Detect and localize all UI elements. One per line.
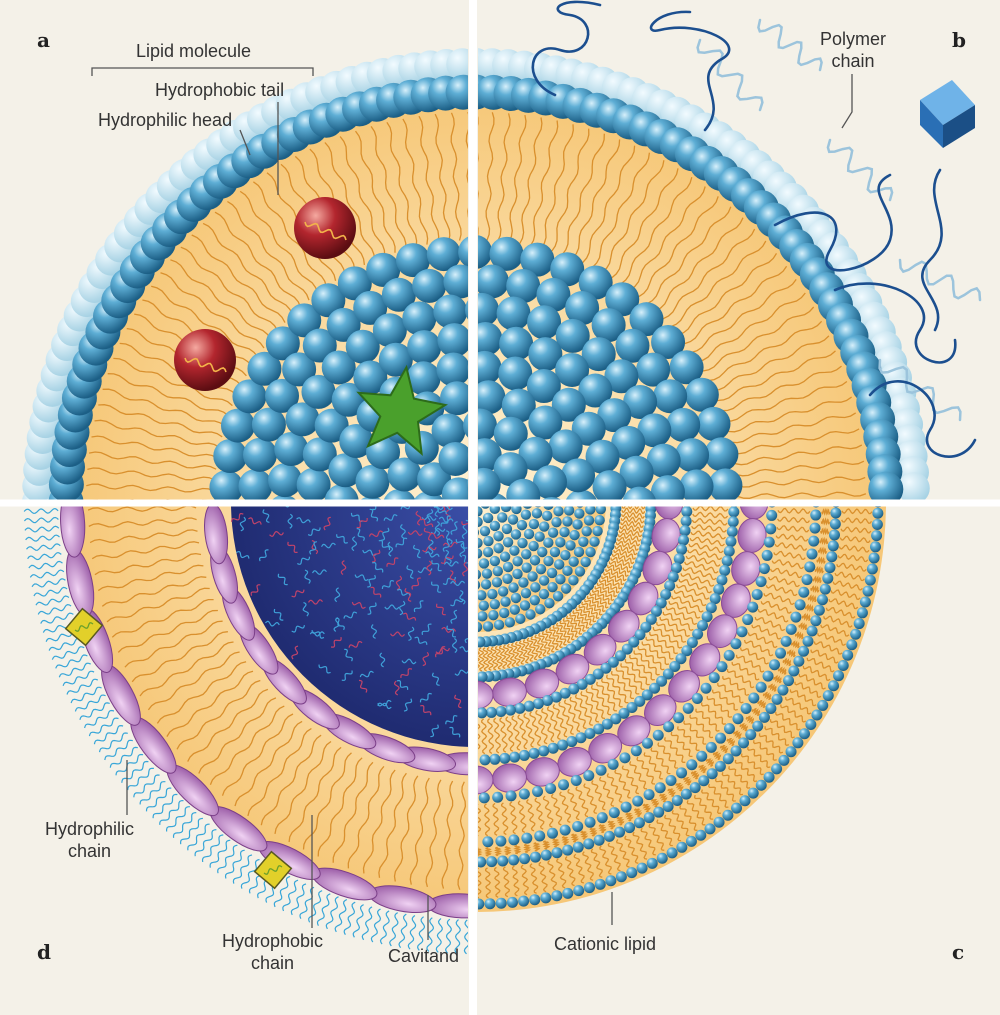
lipid-tails	[478, 506, 729, 755]
bilayer-heads	[478, 506, 693, 719]
overlay-elements	[531, 0, 977, 458]
panel-c-multilamellar-vesicle	[478, 506, 886, 912]
label-cavitand: Cavitand	[388, 946, 460, 966]
label-cationic-lipid: Cationic lipid	[554, 934, 657, 954]
outer-cavitand-layer	[60, 506, 468, 919]
bilayer-heads	[478, 506, 622, 648]
lipid-tails	[478, 507, 811, 837]
leader-lines	[91, 67, 853, 940]
hydrophilic-head-leader	[239, 129, 251, 156]
inner-cavitand-layer	[204, 506, 468, 776]
lipid-tails	[478, 506, 646, 672]
polymer-tag-cube	[920, 80, 975, 148]
panel-label-d: d	[37, 940, 51, 964]
panel-label-b: b	[952, 28, 966, 52]
outer-heads	[478, 506, 842, 868]
panel-b-stealth-liposome	[478, 18, 982, 500]
drug-molecule-sphere	[174, 329, 236, 391]
lipid-tails	[478, 112, 867, 499]
core-heads	[478, 506, 606, 633]
panel-label-a: a	[37, 28, 50, 52]
lipid-heads	[48, 74, 468, 500]
cationic-lipid-band	[478, 506, 769, 795]
polymer-chain-leader	[841, 74, 853, 129]
outer-heads	[478, 506, 884, 910]
cavitand-guest-molecule	[64, 607, 104, 647]
panel-d-cavitand-vesicle	[23, 506, 468, 955]
lipid-tails	[87, 506, 467, 890]
drug-molecule-sphere	[294, 197, 356, 259]
cationic-lipid-band	[478, 506, 684, 710]
label-hydrophilic-head: Hydrophilic head	[98, 110, 233, 130]
inner-cavity-network	[231, 506, 468, 747]
panel-label-c: c	[952, 940, 965, 964]
outer-heads-back	[478, 48, 930, 500]
label-hydrophilic-chain: Hydrophilic chain	[45, 819, 135, 861]
lipid-tails	[478, 507, 831, 857]
drug-molecule-star	[356, 364, 448, 457]
panel-a-liposome	[22, 48, 468, 500]
bilayer-heads	[482, 506, 822, 848]
lipid-molecule-bracket	[91, 67, 314, 76]
inner-monolayer-heads	[478, 235, 743, 500]
label-hydrophobic-chain: Hydrophobic chain	[222, 931, 324, 973]
lipid-heads	[478, 74, 904, 500]
bilayer-heads	[478, 506, 778, 804]
label-hydrophobic-tail: Hydrophobic tail	[155, 80, 285, 100]
polymer-chains	[531, 0, 977, 458]
label-lipid-molecule: Lipid molecule	[136, 41, 252, 61]
bilayer-heads	[479, 506, 740, 766]
cavitand-guest-molecule	[253, 850, 293, 890]
bilayer-heads	[478, 506, 657, 683]
lipid-tails	[478, 508, 873, 899]
label-polymer-chain: Polymer chain	[820, 29, 887, 71]
inner-hydrophilic-network	[231, 506, 468, 738]
lipid-tails	[86, 112, 468, 500]
